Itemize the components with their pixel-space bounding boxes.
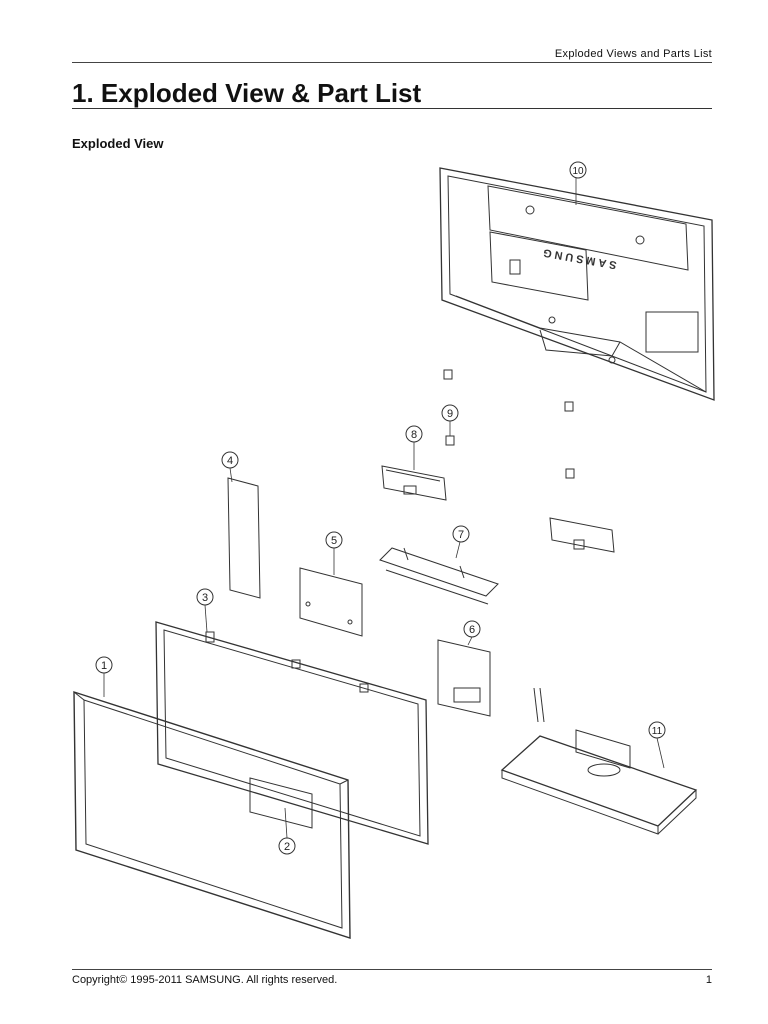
callout-circle-8: 8 [405, 425, 423, 443]
part-rear-cover: SAMSUNG [439, 167, 715, 401]
part-stand-guide [379, 547, 499, 605]
part-stand [500, 729, 698, 835]
part-screws [443, 369, 575, 479]
header-rule [72, 62, 712, 63]
callout-number-3: 3 [202, 592, 208, 604]
part-pcb-long [227, 477, 261, 599]
callout-number-11: 11 [652, 726, 663, 737]
callout-circle-2: 2 [278, 837, 296, 855]
page-title: 1. Exploded View & Part List [72, 78, 422, 108]
part-pcb-small [299, 567, 363, 637]
callout-circle-10: 10 [569, 161, 587, 179]
callout-number-6: 6 [469, 624, 475, 636]
callout-circle-4: 4 [221, 451, 239, 469]
part-main-board [437, 639, 545, 723]
running-header: Exploded Views and Parts List [554, 48, 712, 60]
callout-number-2: 2 [284, 841, 290, 853]
callout-number-9: 9 [447, 408, 453, 420]
part-panel-frame [155, 621, 429, 845]
callout-circle-9: 9 [441, 404, 459, 422]
callout-number-8: 8 [411, 429, 417, 441]
callout-number-5: 5 [331, 535, 337, 547]
footer-rule [72, 969, 712, 970]
leader-lines [103, 178, 665, 839]
callout-number-7: 7 [458, 529, 464, 541]
page-number: 1 [705, 974, 712, 986]
title-rule [72, 108, 712, 109]
part-bracket [381, 465, 615, 553]
callout-number-4: 4 [227, 455, 233, 467]
callout-number-1: 1 [101, 660, 107, 672]
callout-circle-5: 5 [325, 531, 343, 549]
callout-number-10: 10 [572, 166, 584, 177]
part-label [249, 777, 313, 829]
callout-circle-7: 7 [452, 525, 470, 543]
callout-circle-3: 3 [196, 588, 214, 606]
section-heading: Exploded View [72, 136, 164, 151]
copyright-text: Copyright© 1995-2011 SAMSUNG. All rights… [72, 974, 338, 986]
callout-circle-11: 11 [648, 721, 666, 739]
callout-circle-1: 1 [95, 656, 113, 674]
callout-circle-6: 6 [463, 620, 481, 638]
part-front-bezel [73, 691, 351, 939]
exploded-view-diagram: SAMSUNG [73, 161, 715, 939]
rear-cover-logo-text: SAMSUNG [539, 246, 617, 271]
